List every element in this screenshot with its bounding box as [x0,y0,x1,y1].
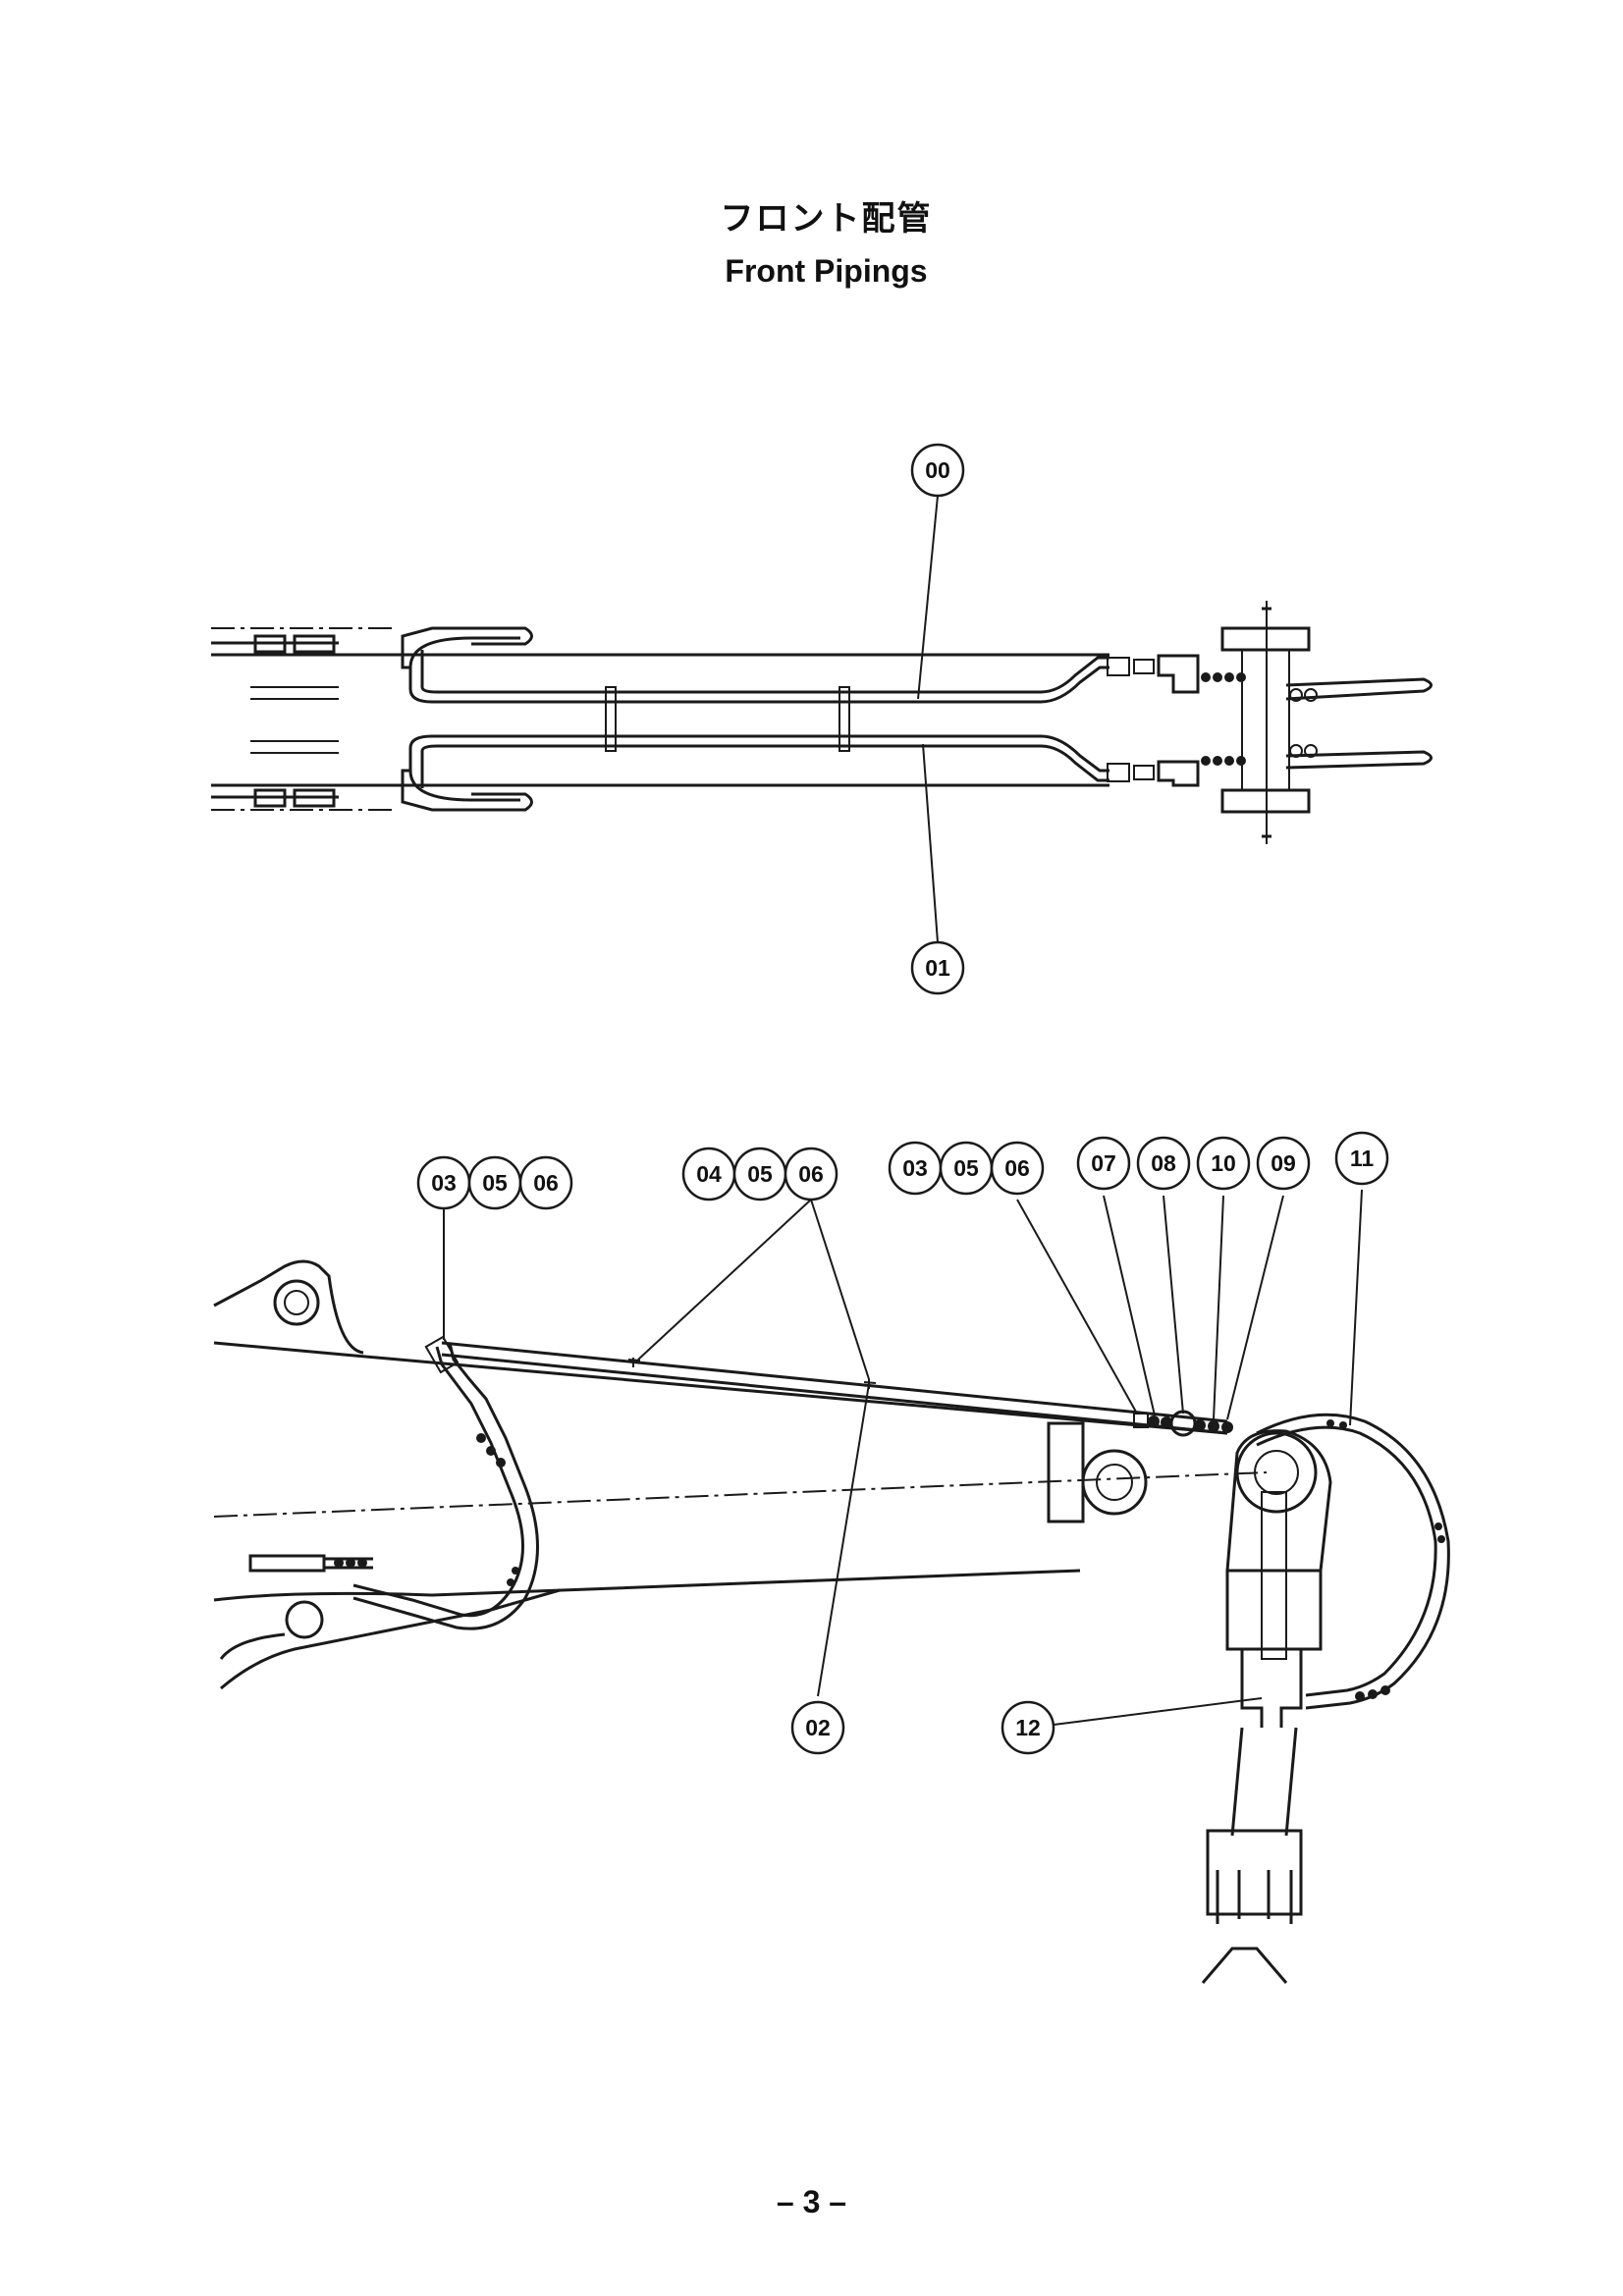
boom-centerline [213,1471,1268,1518]
boom-stub-2 [250,740,339,754]
svg-text:03: 03 [902,1155,928,1181]
callout-03-c: 03 [888,1141,943,1196]
pipe-01-lower [408,734,1109,802]
leader-07 [1103,1195,1156,1416]
svg-text:12: 12 [1015,1715,1041,1740]
callout-08: 08 [1136,1136,1191,1191]
svg-text:06: 06 [1004,1155,1030,1181]
left-bend-upper [401,626,471,669]
callout-06-c: 06 [990,1141,1045,1196]
arm-bracket [1047,1421,1085,1523]
boom-top-edge [213,1341,1228,1435]
leader-02 [817,1383,870,1697]
page-title-english: Front Pipings [725,253,928,289]
right-end-fittings [1107,601,1433,844]
left-hose-side [352,1346,524,1618]
left-hose-lower [471,792,533,812]
left-hose-fitting [424,1335,460,1374]
clamp-2 [839,686,850,752]
pipe-02-side-inner [441,1353,1228,1435]
leader-01 [922,743,939,943]
leader-06b-2 [810,1199,870,1380]
svg-text:08: 08 [1151,1150,1176,1176]
top-view-drawing [211,495,1433,943]
leader-11 [1349,1189,1363,1426]
leader-00 [917,495,939,700]
callout-12: 12 [1001,1700,1055,1755]
left-fitting-lower [211,788,339,808]
left-hose-upper [471,626,533,646]
leader-09 [1226,1195,1284,1420]
callout-06-a: 06 [518,1155,573,1210]
leader-08 [1163,1195,1184,1415]
svg-text:00: 00 [925,457,950,483]
arm-cylinder-body [1225,1569,1323,1651]
svg-text:02: 02 [805,1715,831,1740]
side-view-drawing [213,1189,1450,1984]
svg-text:05: 05 [747,1161,773,1187]
pipe-00-upper-inner [420,650,1109,694]
svg-text:07: 07 [1091,1150,1116,1176]
svg-text:09: 09 [1271,1150,1296,1176]
svg-text:06: 06 [798,1161,824,1187]
svg-text:05: 05 [953,1155,979,1181]
boom-lower-edge [213,1569,1081,1602]
svg-text:04: 04 [696,1161,722,1187]
svg-text:06: 06 [533,1170,559,1196]
pipe-01-lower-inner [420,744,1109,788]
leader-06c [1016,1199,1138,1415]
arm-rod [1240,1649,1303,1728]
callout-10: 10 [1196,1136,1251,1191]
callout-00: 00 [910,443,965,498]
lower-pin [285,1600,324,1639]
boom-pivot-pin [273,1279,320,1326]
svg-text:11: 11 [1350,1146,1375,1171]
leader-06b-1 [637,1199,812,1361]
callout-05-a: 05 [467,1155,522,1210]
callout-02: 02 [790,1700,845,1755]
leader-10 [1213,1195,1224,1420]
svg-text:01: 01 [925,955,950,981]
arm-lower-body [1230,1727,1298,1837]
clamp-1 [605,686,617,752]
title-block: フロント配管 Front Pipings [0,191,1623,290]
bucket-fork [1201,1947,1288,1984]
svg-text:03: 03 [431,1170,457,1196]
hose-11-loop [1256,1413,1450,1710]
page-number: – 3 – [776,2184,847,2219]
page-title-japanese: フロント配管 [720,199,933,239]
pipe-00-upper [408,636,1109,704]
arm-head-pin [1235,1431,1318,1514]
callout-03-a: 03 [416,1155,471,1210]
left-fitting-upper [211,634,339,654]
callout-05-b: 05 [732,1147,787,1201]
coupling-cluster [1133,1410,1233,1437]
boom-stub-1 [250,686,339,700]
boom-upper-profile [213,1259,364,1355]
callout-05-c: 05 [939,1141,994,1196]
callout-11: 11 [1334,1131,1389,1186]
hose-11-crimp [1326,1419,1445,1701]
bucket-link [1206,1829,1303,1916]
clamp-side-1 [627,1358,641,1367]
svg-text:05: 05 [482,1170,508,1196]
callout-04-b: 04 [681,1147,736,1201]
arm-boss [1081,1449,1148,1516]
callout-01: 01 [910,940,965,995]
callout-06-b: 06 [784,1147,839,1201]
callout-09: 09 [1256,1136,1311,1191]
callout-07: 07 [1076,1136,1131,1191]
boom-lower-body [220,1588,561,1690]
pipe-02-side [441,1341,1228,1423]
leader-12 [1053,1697,1263,1726]
arm-head [1225,1429,1332,1573]
svg-text:10: 10 [1211,1150,1236,1176]
left-bend-lower [401,769,471,812]
left-hose-crimp [476,1433,519,1586]
